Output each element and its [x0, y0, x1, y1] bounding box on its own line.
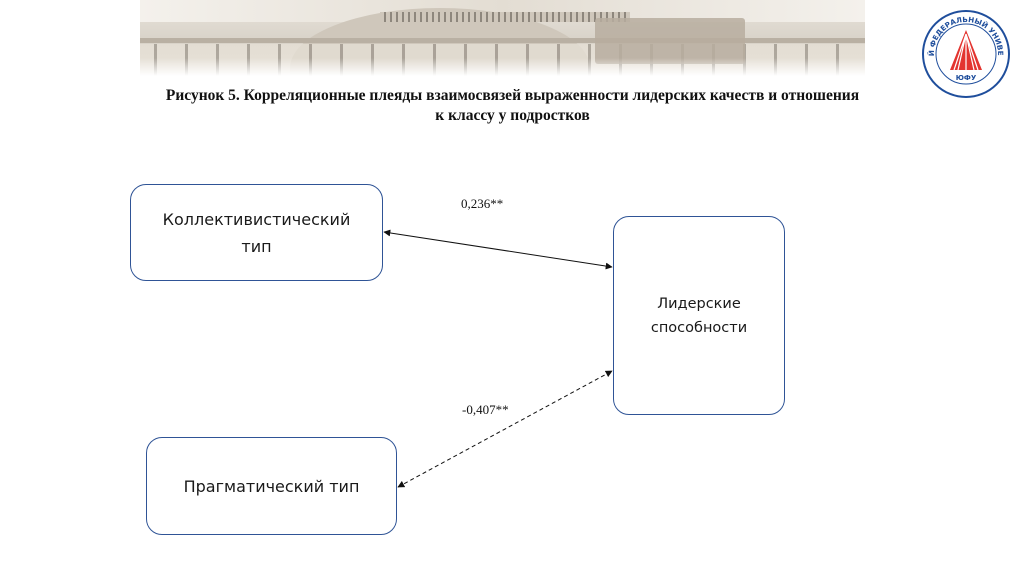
node-collectivist-line-2: тип: [163, 233, 351, 260]
node-collectivist-type: Коллективистический тип: [130, 184, 383, 281]
node-leadership-line-1: Лидерские: [651, 292, 747, 316]
node-leadership-abilities: Лидерские способности: [613, 216, 785, 415]
edge-pragmatic-leadership: [398, 371, 612, 487]
node-collectivist-line-1: Коллективистический: [163, 206, 351, 233]
edge-label-collectivist: 0,236**: [461, 196, 503, 212]
node-pragmatic-type: Прагматический тип: [146, 437, 397, 535]
node-leadership-line-2: способности: [651, 316, 747, 340]
edge-collectivist-leadership: [384, 232, 612, 267]
edge-label-pragmatic: -0,407**: [462, 402, 509, 418]
node-pragmatic-label: Прагматический тип: [184, 477, 360, 496]
